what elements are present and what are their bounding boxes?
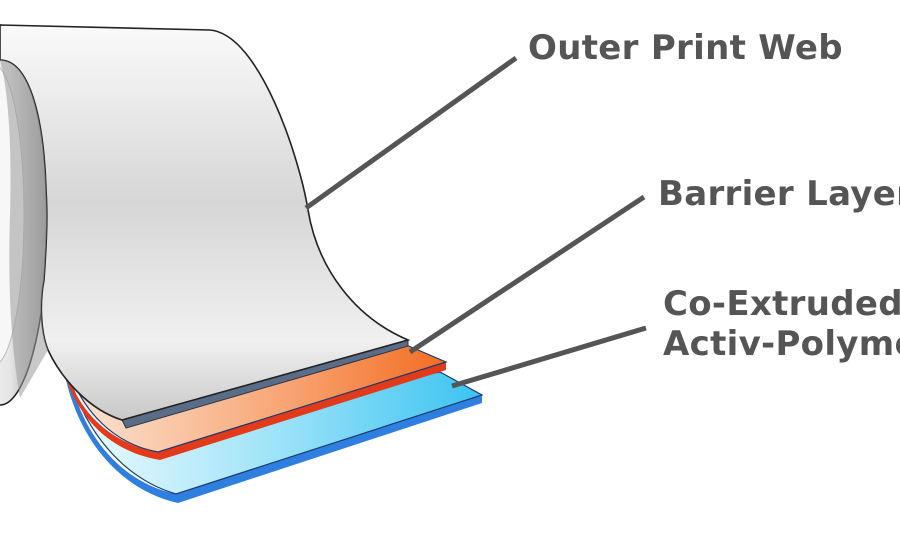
label-co-extruded-line2: Activ-Polymer <box>663 324 900 364</box>
leader-line-barrier-layer <box>408 194 646 355</box>
leader-line-co-extruded <box>451 325 647 389</box>
label-co-extruded-line1: Co-Extruded <box>663 284 900 324</box>
label-co-extruded-activ-polymer: Co-Extruded Activ-Polymer <box>663 284 900 364</box>
label-outer-print-web: Outer Print Web <box>528 28 843 68</box>
leader-line-outer-print-web <box>304 55 518 211</box>
roll-shading <box>0 60 48 398</box>
label-barrier-layer: Barrier Layer <box>658 174 900 214</box>
roll <box>0 24 411 421</box>
